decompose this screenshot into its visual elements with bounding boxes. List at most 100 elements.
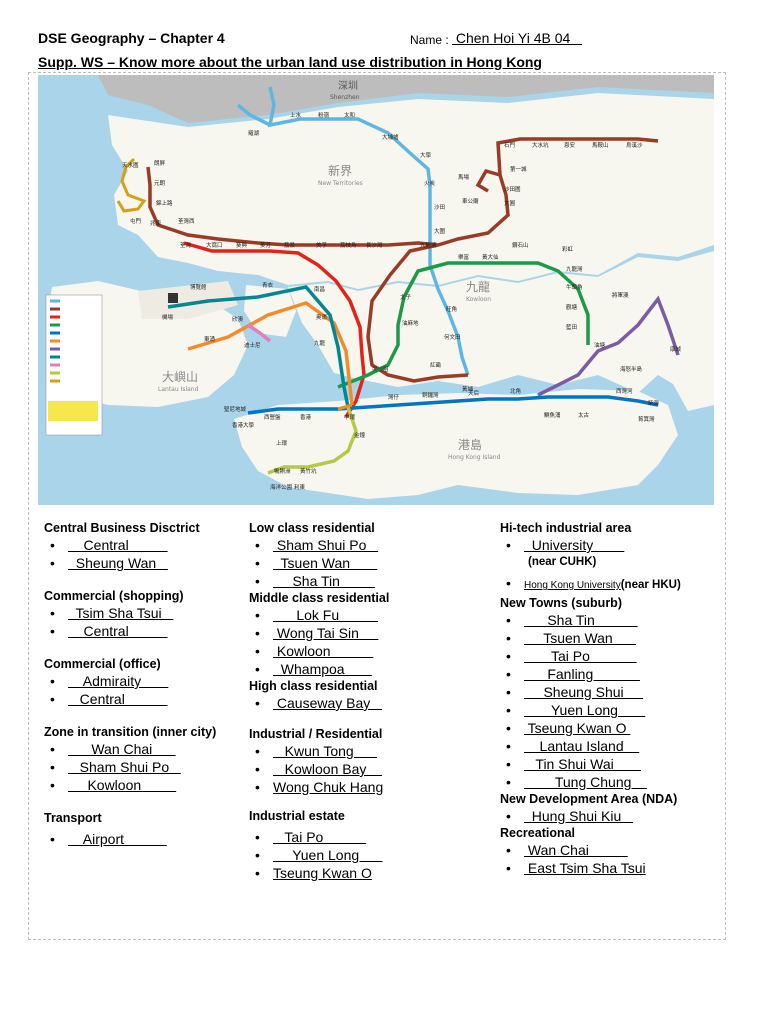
station-label: 東涌 — [204, 335, 215, 343]
station-label: 長沙灣 — [366, 241, 383, 249]
airport-express — [167, 285, 350, 408]
station-label: 上環 — [276, 439, 288, 447]
column-right: Hi-tech industrial area University (near… — [500, 520, 681, 877]
station-label: 海洋公園 — [270, 483, 293, 491]
station-label: 元朗 — [154, 179, 166, 187]
map-label-hki: Hong Kong Island — [448, 454, 501, 461]
answer-newtown-8: Lantau Island — [500, 737, 681, 755]
answer-recreational-1: Wan Chai — [500, 841, 681, 859]
answer-ind-res-1: Kwun Tong — [249, 742, 389, 760]
station-label: 九龍灣 — [566, 265, 583, 273]
station-label: 屯門 — [130, 217, 142, 225]
station-label: 兆康 — [150, 219, 162, 227]
answer-hitech-1: University — [500, 536, 681, 554]
station-label: 火炭 — [424, 180, 436, 187]
answer-shopping-1: Tsim Sha Tsui — [44, 604, 216, 622]
station-label: 博覽館 — [190, 283, 207, 291]
station-label: 樂富 — [458, 253, 470, 261]
map-label-shenzhen: Shenzhen — [330, 94, 360, 101]
station-label: 荃灣西 — [178, 217, 195, 225]
answer-transition-1: Wan Chai — [44, 740, 216, 758]
tseung-kwan-o-line — [537, 295, 680, 397]
answer-nda-1: Hung Shui Kiu — [500, 807, 681, 825]
answer-newtown-6: Yuen Long — [500, 701, 681, 719]
answer-recreational-2: East Tsim Sha Tsui — [500, 859, 681, 877]
station-label: 大圓 — [504, 199, 516, 207]
column-left: Central Business Disctrict Central Sheun… — [44, 520, 216, 848]
heading-nda: New Development Area (NDA) — [500, 792, 678, 806]
mtr-map: 深圳 Shenzhen 新界 New Territories 九龍 Kowloo… — [38, 75, 714, 505]
answer-transition-3: Kowloon — [44, 776, 216, 794]
answer-newtown-7: Tseung Kwan O — [500, 719, 681, 737]
map-label-nt: New Territories — [318, 180, 363, 187]
station-label: 香港大學 — [232, 421, 255, 429]
station-label: 恩安 — [564, 141, 576, 149]
station-label: 灣仔 — [388, 393, 400, 401]
station-label: 鰂魚涌 — [544, 411, 561, 419]
station-label: 荔景 — [284, 241, 296, 249]
station-label: 觀塘 — [566, 303, 578, 311]
station-label: 利東 — [294, 483, 306, 491]
note-near-cuhk: (near CUHK) — [528, 556, 597, 568]
station-label: 柴灣 — [648, 399, 660, 407]
station-label: 奥運 — [316, 313, 328, 321]
station-label: 上水 — [290, 111, 302, 119]
answer-high-1: Causeway Bay — [249, 694, 389, 712]
island-line — [247, 395, 659, 415]
answer-newtown-4: Fanling — [500, 665, 681, 683]
station-label: 大圍 — [434, 227, 446, 235]
heading-new-towns: New Towns (suburb) — [500, 596, 622, 610]
answer-newtown-10: Tung Chung — [500, 773, 681, 791]
station-label: 九龍 — [314, 339, 326, 347]
station-label: 紅磡 — [430, 361, 442, 369]
station-label: 石門 — [504, 142, 516, 149]
answer-transport-1: Airport — [44, 830, 216, 848]
station-label: 鴨脷洲 — [274, 467, 291, 475]
heading-industrial-estate: Industrial estate — [249, 809, 345, 823]
worksheet-title: DSE Geography – Chapter 4 — [38, 30, 225, 46]
station-label: 荃灣 — [180, 241, 192, 249]
station-label: 欣澳 — [232, 315, 244, 323]
station-label: 沙田 — [434, 204, 445, 211]
worksheet-subtitle: Supp. WS – Know more about the urban lan… — [38, 54, 542, 70]
tuen-ma-kowloon — [366, 243, 469, 383]
answer-estate-1: Tai Po — [249, 828, 389, 846]
light-rail — [116, 157, 147, 213]
answer-low-2: Tsuen Wan — [249, 554, 389, 572]
station-label: 馬鞍山 — [592, 141, 609, 149]
station-label: 何文田 — [444, 333, 461, 341]
answer-newtown-1: Sha Tin — [500, 611, 681, 629]
east-rail-line — [267, 86, 470, 376]
heading-high-class: High class residential — [249, 679, 378, 693]
station-label: 粉嶺 — [318, 111, 330, 119]
column-middle: Low class residential Sham Shui Po Tsuen… — [249, 520, 389, 882]
heading-middle-class: Middle class residential — [249, 591, 390, 605]
station-label: 銅鑼灣 — [422, 391, 439, 399]
station-label: 中環 — [344, 413, 356, 421]
hk-island-land — [234, 389, 678, 499]
station-label: 牛頭角 — [566, 283, 583, 291]
station-label: 馬場 — [458, 173, 470, 181]
map-label-shenzhen-cn: 深圳 — [338, 80, 358, 92]
station-label: 將軍澳 — [612, 291, 629, 299]
station-label: 車公廟 — [462, 197, 479, 205]
content-frame — [28, 72, 726, 940]
station-label: 大窩口 — [206, 241, 223, 249]
answer-newtown-9: Tin Shui Wai — [500, 755, 681, 773]
answer-middle-4: Whampoa — [249, 660, 389, 678]
station-label: 天水圍 — [122, 161, 139, 169]
map-legend — [45, 294, 103, 436]
station-label: 鑽石山 — [512, 241, 529, 249]
station-label: 天后 — [468, 389, 480, 397]
station-label: 大學 — [420, 151, 432, 159]
kowloon-land — [288, 251, 714, 393]
station-label: 北角 — [510, 387, 521, 395]
map-label-kowloon-cn: 九龍 — [466, 279, 490, 294]
station-label: 美孚 — [316, 241, 328, 249]
station-label: 香港 — [300, 413, 312, 421]
map-label-lantau-cn: 大嶼山 — [162, 370, 198, 384]
answer-office-1: Admiraity — [44, 672, 216, 690]
answer-middle-2: Wong Tai Sin — [249, 624, 389, 642]
new-territories-land — [108, 93, 714, 289]
station-label: 油麻地 — [402, 319, 419, 327]
